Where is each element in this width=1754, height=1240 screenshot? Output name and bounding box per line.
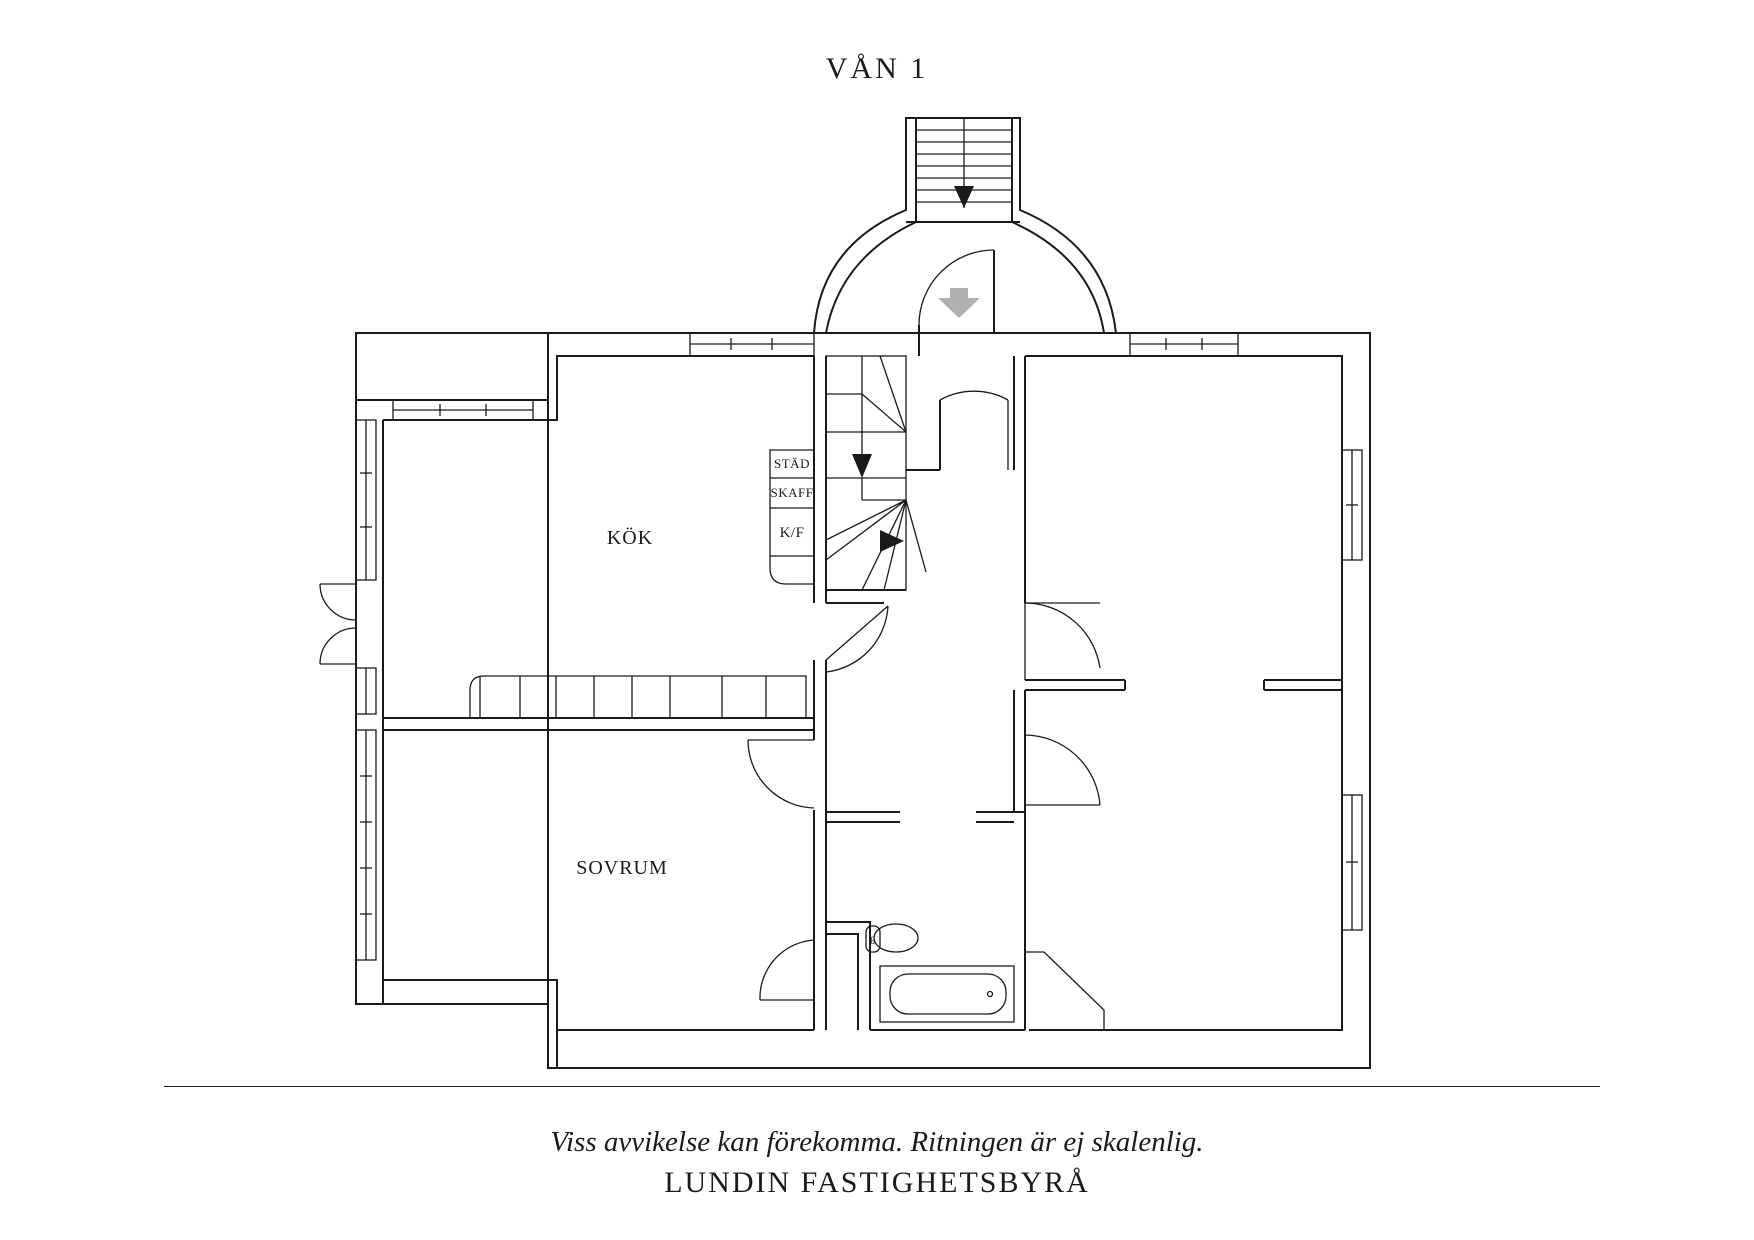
stair-arrow-right-icon xyxy=(880,530,904,552)
footer-brand: LUNDIN FASTIGHETSBYRÅ xyxy=(664,1166,1090,1199)
interior-stair xyxy=(825,355,927,591)
kitchen-counter xyxy=(469,675,807,718)
room-label-sovrum: SOVRUM xyxy=(576,857,668,879)
closet-door[interactable] xyxy=(759,934,827,1001)
right-room-door-lower[interactable] xyxy=(1024,734,1101,806)
footer-divider xyxy=(164,1086,1600,1087)
kitchen-exterior-double-door[interactable] xyxy=(319,580,357,668)
kitchen-hall-door[interactable] xyxy=(825,605,889,673)
cabinet-label-stad: STÄD xyxy=(774,456,810,471)
bedroom-door[interactable] xyxy=(747,739,815,809)
cabinets: STÄD SKAFF K/F xyxy=(769,449,815,585)
interior-walls xyxy=(383,356,1342,1031)
svg-text:θ: θ xyxy=(870,935,876,947)
hall-top-door[interactable] xyxy=(906,390,1009,471)
cabinet-label-skaff: SKAFF xyxy=(771,485,814,500)
entry-door[interactable] xyxy=(918,249,995,356)
windows xyxy=(355,332,1363,961)
cabinet-label-kf: K/F xyxy=(780,525,805,541)
exterior-stair xyxy=(916,118,1012,208)
toilet-icon: θ xyxy=(865,923,919,953)
footer-disclaimer: Viss avvikelse kan förekomma. Ritningen … xyxy=(550,1126,1204,1158)
right-room-corner-cabinet xyxy=(1025,951,1105,1030)
stair-arrow-down-icon xyxy=(852,454,872,478)
entry-porch xyxy=(813,117,1117,334)
floor-title: VÅN 1 xyxy=(825,52,929,85)
stair-down-arrow-icon xyxy=(954,186,974,208)
outer-walls xyxy=(355,332,1371,1069)
right-room-door-upper[interactable] xyxy=(1024,602,1101,680)
entrance-arrow-icon xyxy=(938,288,980,318)
bathtub-icon xyxy=(879,965,1015,1023)
room-label-kok: KÖK xyxy=(607,526,653,549)
